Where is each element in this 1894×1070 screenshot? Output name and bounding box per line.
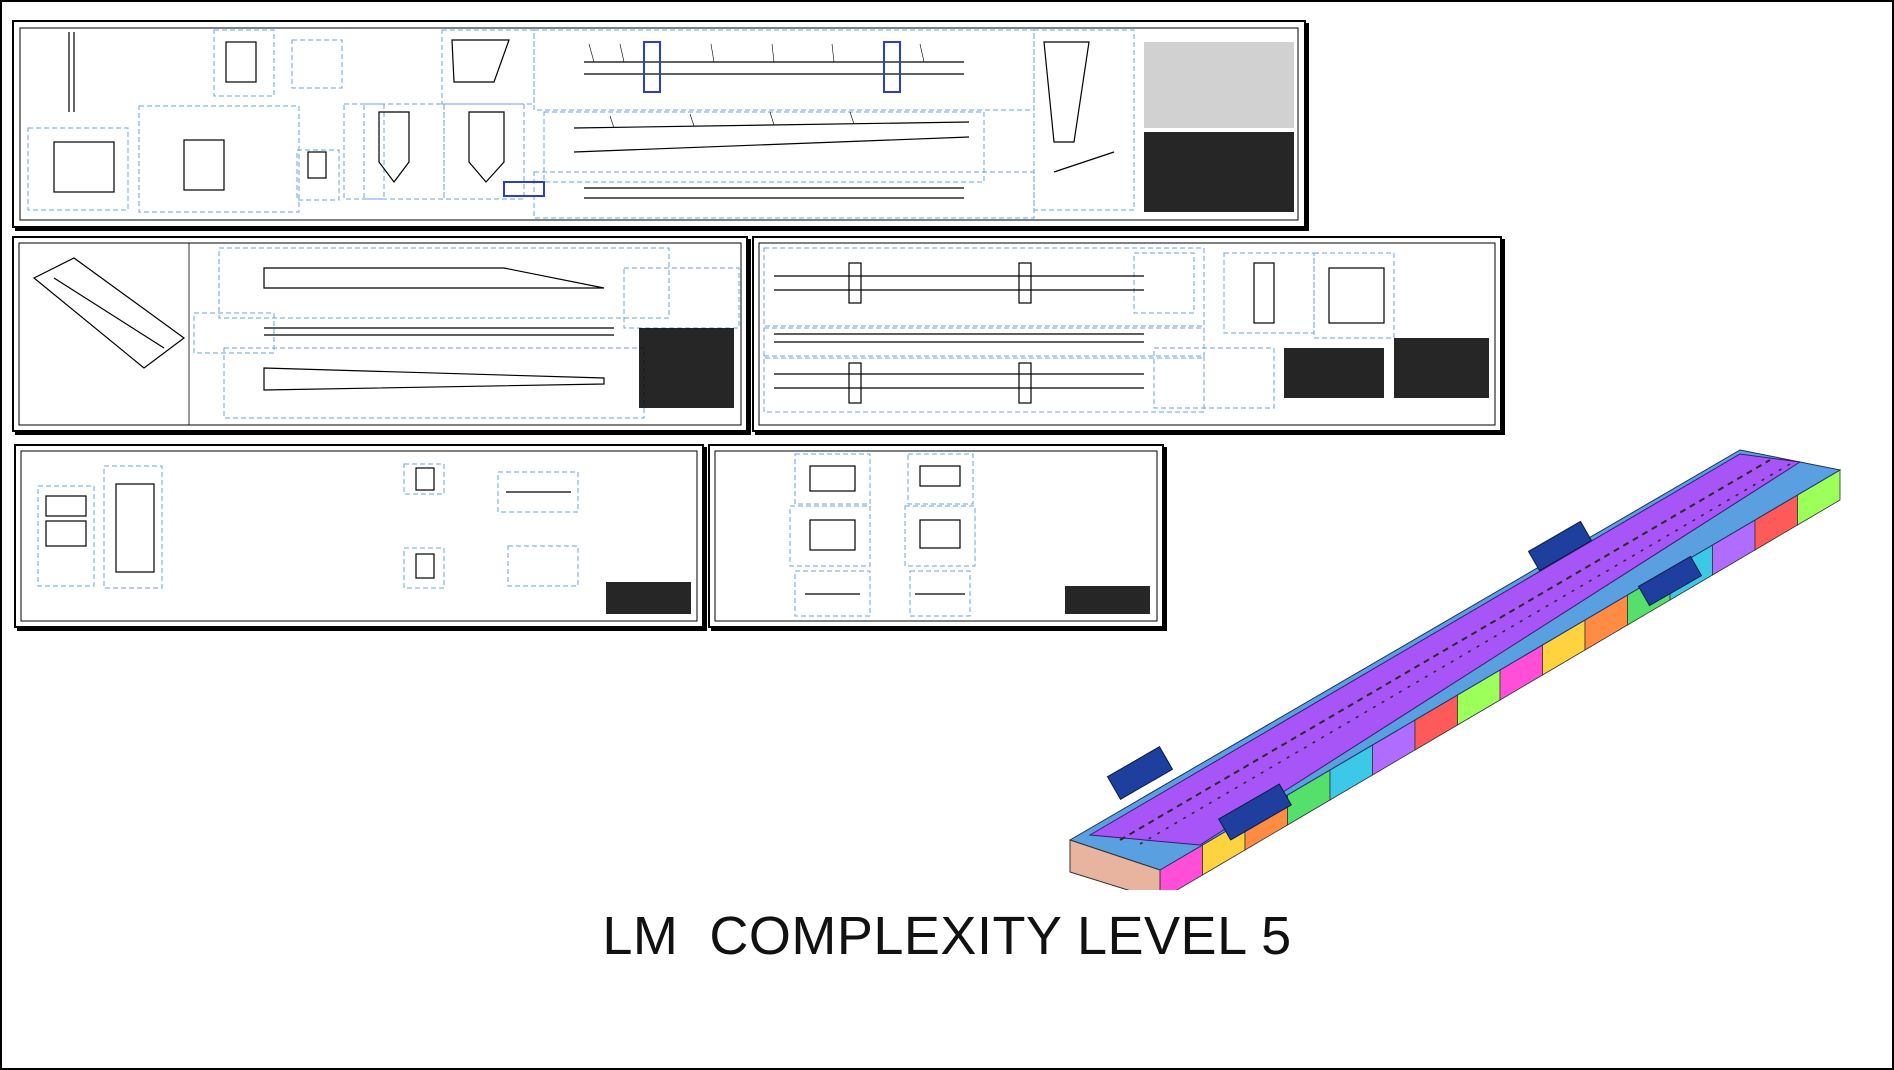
engineering-drawing-sheet-5 [708,444,1164,628]
drawing-linework [18,242,742,426]
drawing-linework [19,27,1299,221]
support-brackets [1106,520,1703,841]
beam-3d-render [1060,440,1860,901]
drawing-linework [20,450,698,622]
beam-3d-model [1068,449,1842,901]
drawing-linework [714,450,1158,622]
drawing-linework [758,242,1496,426]
beam-web-panels [1159,469,1841,901]
slide-caption: LM COMPLEXITY LEVEL 5 [602,906,1292,966]
engineering-drawing-sheet-2 [12,236,748,432]
engineering-drawing-sheet-3 [752,236,1502,432]
engineering-drawing-sheet-4 [14,444,704,628]
fastener-line [1119,459,1771,841]
engineering-drawing-sheet-1 [12,20,1306,228]
